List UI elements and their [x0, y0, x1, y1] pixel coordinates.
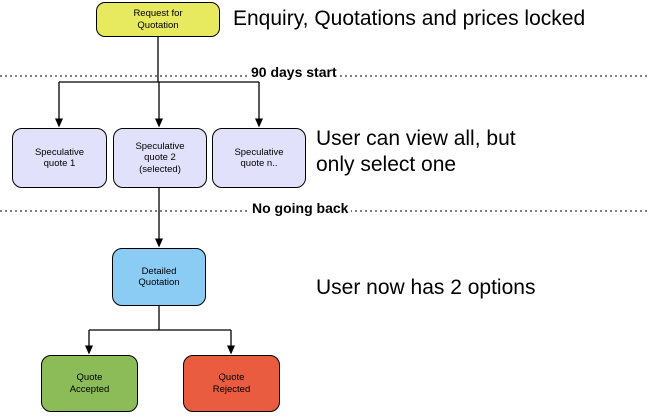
divider-label-90-days-start: 90 days start [248, 64, 340, 80]
node-quote-rejected-label: Quote Rejected [212, 372, 251, 395]
node-speculative-quote-2-label: Speculative quote 2 (selected) [135, 141, 185, 175]
node-speculative-quote-1-label: Speculative quote 1 [34, 146, 85, 169]
annotation-two-options: User now has 2 options [316, 276, 536, 299]
node-detailed-quotation-label: Detailed Quotation [138, 265, 180, 288]
node-quote-rejected[interactable]: Quote Rejected [183, 355, 280, 412]
node-speculative-quote-n[interactable]: Speculative quote n.. [212, 128, 306, 188]
annotation-view-all-select-one: User can view all, but only select one [316, 127, 516, 176]
node-request-for-quotation-label: Request for Quotation [133, 8, 183, 31]
node-speculative-quote-2[interactable]: Speculative quote 2 (selected) [113, 128, 207, 188]
node-quote-accepted[interactable]: Quote Accepted [41, 355, 138, 412]
annotation-enquiry-locked: Enquiry, Quotations and prices locked [233, 7, 586, 30]
node-quote-accepted-label: Quote Accepted [69, 372, 110, 395]
node-speculative-quote-1[interactable]: Speculative quote 1 [12, 128, 107, 188]
divider-label-no-going-back: No going back [249, 200, 352, 216]
node-speculative-quote-n-label: Speculative quote n.. [234, 146, 284, 169]
node-request-for-quotation[interactable]: Request for Quotation [96, 2, 220, 37]
node-detailed-quotation[interactable]: Detailed Quotation [112, 248, 206, 306]
